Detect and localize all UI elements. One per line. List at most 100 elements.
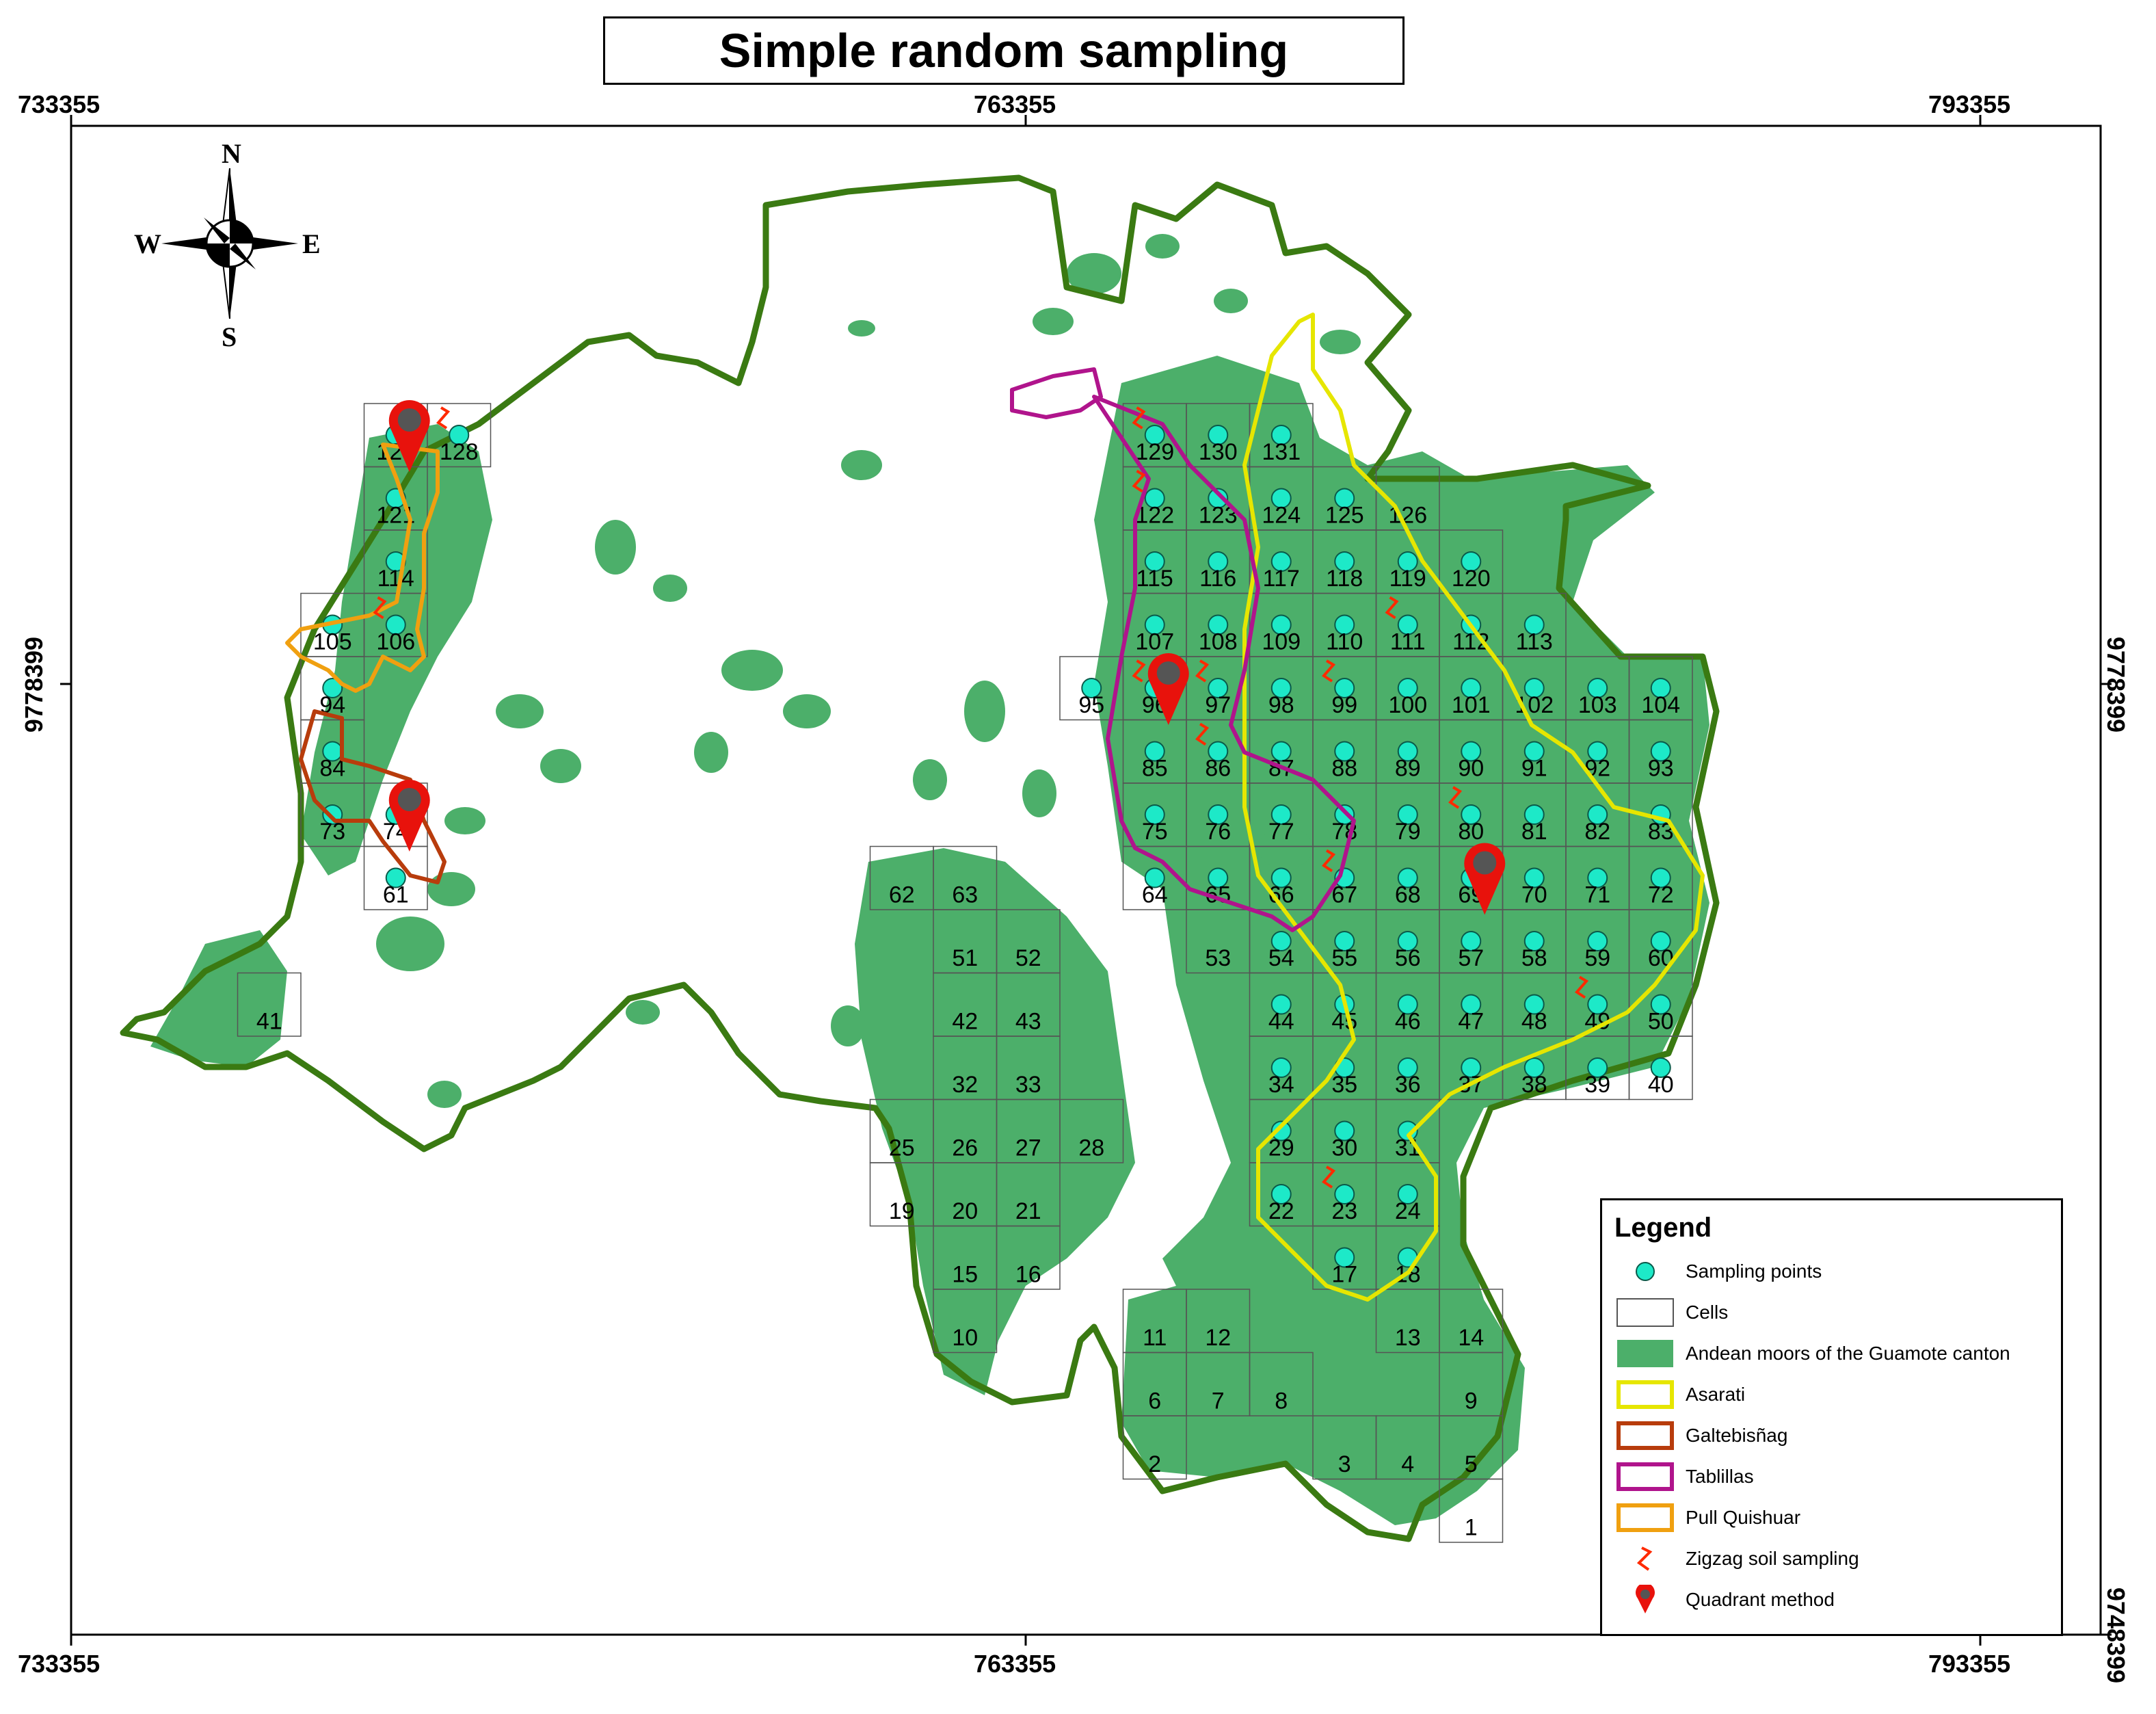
legend-label: Galtebisñag [1686,1425,1788,1446]
grid-cell: 25 [869,1098,934,1163]
cell-number-label: 33 [1015,1072,1041,1098]
legend-item-cells: Cells [1602,1293,2061,1332]
sampling-point [1334,931,1355,951]
sampling-point [1650,1057,1671,1078]
tablillas-symbol [1616,1462,1674,1491]
grid-cell: 89 [1375,719,1440,784]
legend-item-zigzag: Zigzag soil sampling [1602,1540,2061,1578]
cell-number-label: 61 [383,882,409,908]
cell-number-label: 129 [1135,439,1174,465]
cell-number-label: 30 [1331,1135,1357,1161]
cell-number-label: 85 [1142,756,1168,782]
zigzag-sample-mark [1195,659,1210,683]
grid-cell: 80 [1439,782,1504,847]
cell-number-label: 26 [952,1135,978,1161]
legend-item-galtebisnag: Galtebisñag [1602,1416,2061,1455]
grid-cell: 81 [1502,782,1567,847]
sampling-point-symbol [1636,1262,1655,1281]
cell-number-label: 72 [1648,882,1674,908]
legend: Legend Sampling points Cells Andean moor… [1600,1198,2063,1636]
zigzag-sample-mark [1132,406,1146,430]
sampling-point [1144,614,1165,635]
coord-left: 9778399 [20,636,49,733]
quadrant-marker-dot [397,408,421,432]
cell-number-label: 52 [1015,945,1041,971]
cell-number-label: 70 [1521,882,1547,908]
cell-number-label: 124 [1262,503,1301,529]
sampling-point [322,678,343,698]
grid-cell: 125 [1312,466,1377,531]
sampling-point [1397,1120,1418,1142]
cell-number-label: 119 [1389,566,1426,592]
cell-number-label: 38 [1521,1072,1547,1098]
grid-cell: 30 [1312,1098,1377,1163]
legend-label: Cells [1686,1302,1729,1323]
grid-cell: 11 [1122,1289,1187,1354]
quadrant-marker-dot [1156,661,1180,685]
sampling-point [1523,804,1545,825]
sampling-point [1208,488,1229,509]
cell-number-label: 106 [376,629,415,655]
sampling-point [1208,867,1229,888]
grid-cell: 35 [1312,1036,1377,1100]
cell-number-label: 115 [1136,566,1173,592]
cell-number-label: 122 [1135,503,1174,529]
grid-cell: 120 [1439,529,1504,594]
sampling-point [1334,488,1355,509]
compass-e: E [302,228,321,259]
sampling-point [1587,804,1608,825]
grid-cell: 104 [1628,656,1693,721]
cell-rect [363,782,428,847]
zigzag-layer [373,406,1589,1189]
cell-number-label: 105 [313,629,352,655]
cell-number-label: 67 [1331,882,1357,908]
cell-number-label: 116 [1199,566,1236,592]
grid-cell: 12 [1186,1289,1251,1354]
sampling-point [1397,867,1418,888]
cell-number-label: 77 [1268,819,1294,845]
cell-number-label: 14 [1458,1325,1484,1351]
cell-number-label: 32 [952,1072,978,1098]
zigzag-sample-mark [1321,849,1336,873]
cell-rect [1249,403,1314,468]
cell-number-label: 68 [1395,882,1421,908]
sampling-point [1270,1184,1292,1204]
grid-cell: 118 [1312,529,1377,594]
grid-cell: 14 [1439,1289,1504,1354]
grid-cell: 106 [363,592,428,657]
cell-number-label: 53 [1205,945,1231,971]
sampling-point [1523,614,1545,635]
cell-number-label: 40 [1648,1072,1674,1098]
zigzag-sample-mark [373,596,387,620]
cell-number-label: 64 [1142,882,1168,908]
grid-cell: 57 [1439,909,1504,974]
cell-number-label: 24 [1395,1198,1421,1224]
zigzag-sample-mark [1132,659,1146,683]
sampling-point [1397,804,1418,825]
sampling-point [1334,1247,1355,1268]
coord-top-1: 733355 [18,90,101,118]
sampling-point [1270,488,1292,509]
sampling-point [1587,1057,1608,1078]
legend-label: Tablillas [1686,1466,1754,1487]
legend-label: Pull Quishuar [1686,1507,1801,1528]
asarati-symbol [1616,1380,1674,1409]
sampling-point [1523,867,1545,888]
cell-number-label: 90 [1458,756,1484,782]
sampling-point [1650,867,1671,888]
grid-cell: 90 [1439,719,1504,784]
grid-cell: 116 [1186,529,1251,594]
sampling-point [1208,614,1229,635]
legend-label: Andean moors of the Guamote canton [1686,1343,2010,1364]
cell-number-label: 80 [1458,819,1484,845]
grid-cell: 86 [1186,719,1251,784]
cell-number-label: 59 [1584,945,1610,971]
cell-number-label: 109 [1262,629,1301,655]
pull-quishuar-symbol [1616,1503,1674,1532]
sampling-point [1461,931,1482,951]
sampling-point [1650,678,1671,698]
sampling-point [1208,804,1229,825]
compass-w: W [134,228,161,259]
grid-cell: 8 [1249,1352,1314,1416]
cell-rect [1439,529,1504,594]
